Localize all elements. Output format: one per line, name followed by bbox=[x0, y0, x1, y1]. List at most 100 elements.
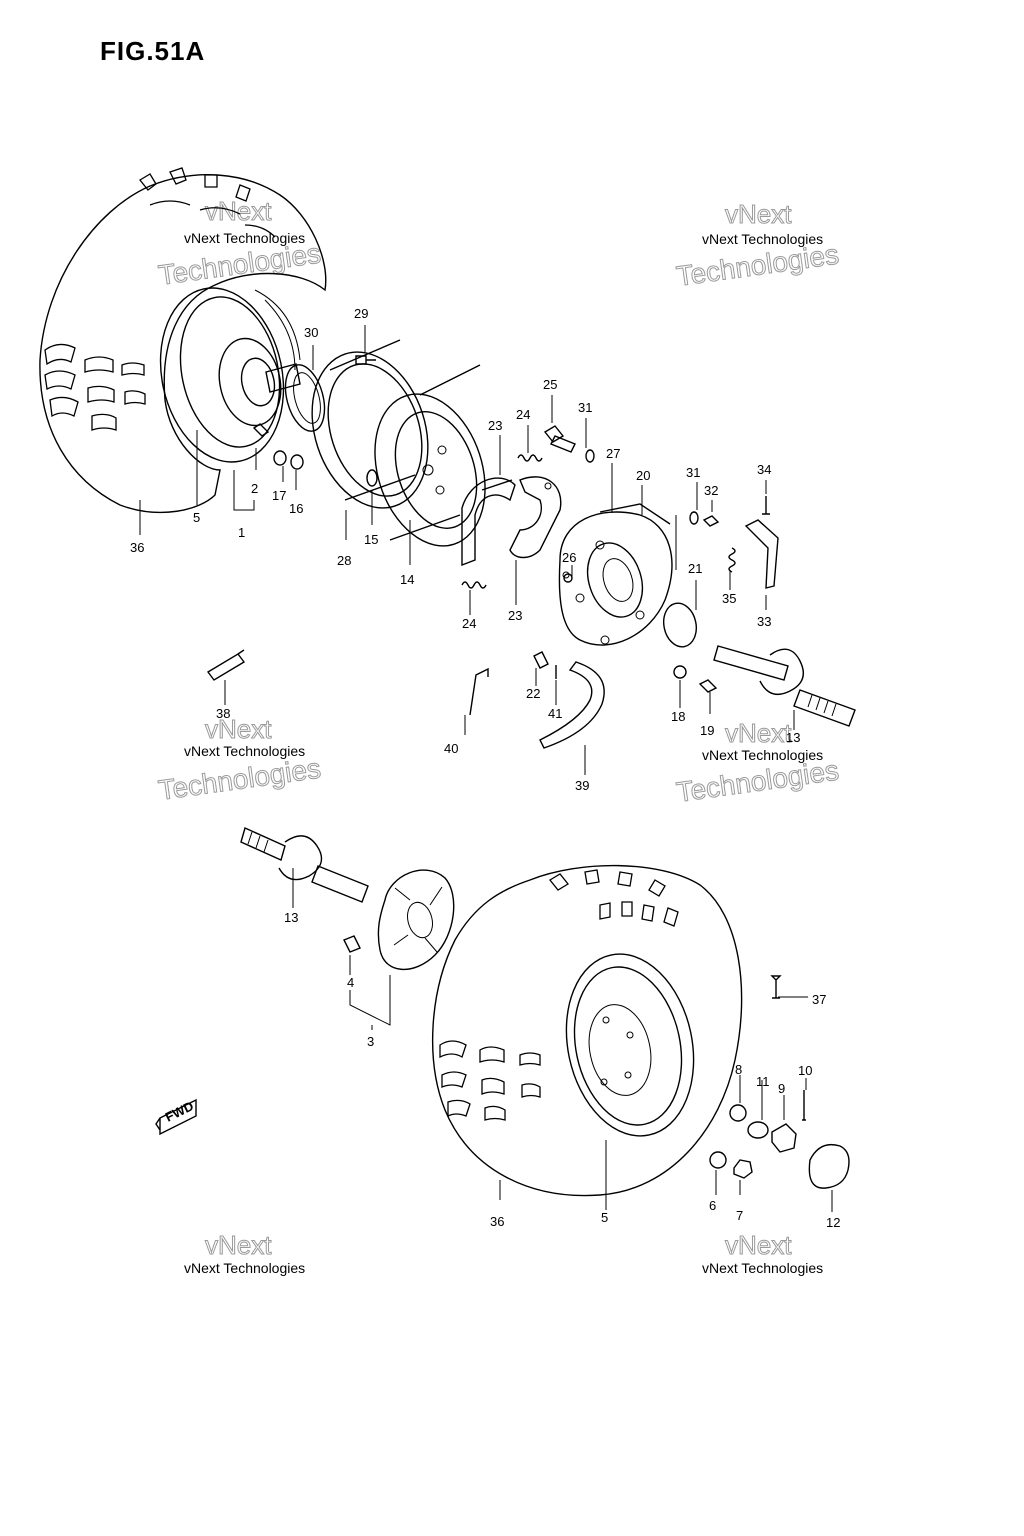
label-37: 37 bbox=[812, 992, 826, 1007]
part-labels: 36 5 1 2 17 16 28 15 14 30 29 25 24 31 2… bbox=[130, 306, 840, 1230]
svg-text:vNext Technologies: vNext Technologies bbox=[702, 231, 823, 247]
label-20: 20 bbox=[636, 468, 650, 483]
label-40: 40 bbox=[444, 741, 458, 756]
bolt-34 bbox=[762, 496, 770, 515]
brake-drum-14 bbox=[374, 364, 486, 547]
svg-text:vNext: vNext bbox=[725, 718, 792, 748]
valve-37 bbox=[770, 975, 782, 999]
brake-drum-28 bbox=[311, 339, 429, 509]
washer-8 bbox=[729, 1104, 747, 1122]
label-5-bottom: 5 bbox=[601, 1210, 608, 1225]
svg-text:vNext: vNext bbox=[205, 714, 272, 744]
ring-15 bbox=[366, 469, 378, 487]
label-10: 10 bbox=[798, 1063, 812, 1078]
svg-text:vNext Technologies: vNext Technologies bbox=[702, 747, 823, 763]
label-23-top: 23 bbox=[488, 418, 502, 433]
watermark-bottom-left: vNext vNext Technologies bbox=[184, 1230, 305, 1277]
wire-40 bbox=[469, 667, 489, 716]
label-14: 14 bbox=[400, 572, 414, 587]
bolt-19 bbox=[698, 679, 718, 693]
spring-35 bbox=[728, 547, 736, 573]
label-41: 41 bbox=[548, 706, 562, 721]
label-11: 11 bbox=[756, 1074, 770, 1089]
label-5-top: 5 bbox=[193, 510, 200, 525]
svg-text:vNext Technologies: vNext Technologies bbox=[184, 743, 305, 759]
label-4: 4 bbox=[347, 975, 354, 990]
watermark-bottom-right: vNext vNext Technologies bbox=[702, 1230, 823, 1277]
leader-lines bbox=[139, 325, 833, 1212]
svg-text:vNext Technologies: vNext Technologies bbox=[184, 1260, 305, 1276]
label-32: 32 bbox=[704, 483, 718, 498]
figure-title: FIG.51A bbox=[100, 36, 206, 66]
svg-text:vNext Technologies: vNext Technologies bbox=[702, 1260, 823, 1276]
bolt-29 bbox=[355, 355, 376, 365]
label-33: 33 bbox=[757, 614, 771, 629]
brake-panel-20 bbox=[558, 503, 673, 646]
nut-7 bbox=[733, 1159, 753, 1179]
fwd-direction-badge: FWD bbox=[155, 1098, 197, 1136]
label-6: 6 bbox=[709, 1198, 716, 1213]
label-24-top: 24 bbox=[516, 407, 530, 422]
bolt-4 bbox=[343, 935, 361, 953]
tire-top bbox=[39, 167, 327, 514]
label-17: 17 bbox=[272, 488, 286, 503]
cap-12 bbox=[808, 1143, 850, 1189]
nut-17 bbox=[273, 450, 287, 466]
label-19: 19 bbox=[700, 723, 714, 738]
brake-cam-lever-33 bbox=[744, 519, 779, 589]
rim-top bbox=[159, 287, 301, 463]
label-8: 8 bbox=[735, 1062, 742, 1077]
o-ring-21 bbox=[662, 602, 698, 648]
valve-38 bbox=[206, 649, 246, 681]
label-16: 16 bbox=[289, 501, 303, 516]
label-35: 35 bbox=[722, 591, 736, 606]
label-1: 1 bbox=[238, 525, 245, 540]
hub-3 bbox=[377, 869, 455, 971]
label-2: 2 bbox=[251, 481, 258, 496]
svg-text:vNext: vNext bbox=[725, 199, 792, 229]
fitting-26 bbox=[563, 573, 573, 583]
washer-18 bbox=[673, 665, 687, 679]
label-13-left: 13 bbox=[284, 910, 298, 925]
svg-text:vNext: vNext bbox=[725, 1230, 792, 1260]
label-23-bottom: 23 bbox=[508, 608, 522, 623]
spring-24-top bbox=[517, 454, 543, 462]
spring-24-bottom bbox=[461, 581, 487, 589]
hub-top bbox=[218, 337, 301, 427]
label-30: 30 bbox=[304, 325, 318, 340]
svg-text:vNext: vNext bbox=[205, 1230, 272, 1260]
nut-9 bbox=[771, 1123, 797, 1153]
cotter-pin-10 bbox=[802, 1090, 806, 1121]
adjuster-25 bbox=[543, 425, 576, 453]
nut-32 bbox=[702, 515, 720, 527]
hose-39 bbox=[539, 661, 605, 749]
watermark-middle-left: vNext vNext Technologies Technologies bbox=[156, 714, 323, 807]
label-15: 15 bbox=[364, 532, 378, 547]
label-27: 27 bbox=[606, 446, 620, 461]
label-34: 34 bbox=[757, 462, 771, 477]
rim-bottom bbox=[565, 953, 695, 1137]
label-25: 25 bbox=[543, 377, 557, 392]
svg-text:FWD: FWD bbox=[163, 1098, 196, 1124]
ring-31-right bbox=[689, 511, 699, 525]
svg-text:vNext Technologies: vNext Technologies bbox=[184, 230, 305, 246]
label-9: 9 bbox=[778, 1081, 785, 1096]
label-24-bottom: 24 bbox=[462, 616, 476, 631]
label-26: 26 bbox=[562, 550, 576, 565]
pin-22 bbox=[533, 651, 549, 669]
ring-31-left bbox=[585, 449, 595, 463]
label-21: 21 bbox=[688, 561, 702, 576]
tire-bottom bbox=[431, 864, 743, 1197]
label-28: 28 bbox=[337, 553, 351, 568]
label-18: 18 bbox=[671, 709, 685, 724]
brake-shoe-upper bbox=[461, 477, 516, 567]
label-22: 22 bbox=[526, 686, 540, 701]
label-13-right: 13 bbox=[786, 730, 800, 745]
label-39: 39 bbox=[575, 778, 589, 793]
label-31-right: 31 bbox=[686, 465, 700, 480]
label-29: 29 bbox=[354, 306, 368, 321]
axle-13-right bbox=[713, 645, 856, 727]
label-38: 38 bbox=[216, 706, 230, 721]
